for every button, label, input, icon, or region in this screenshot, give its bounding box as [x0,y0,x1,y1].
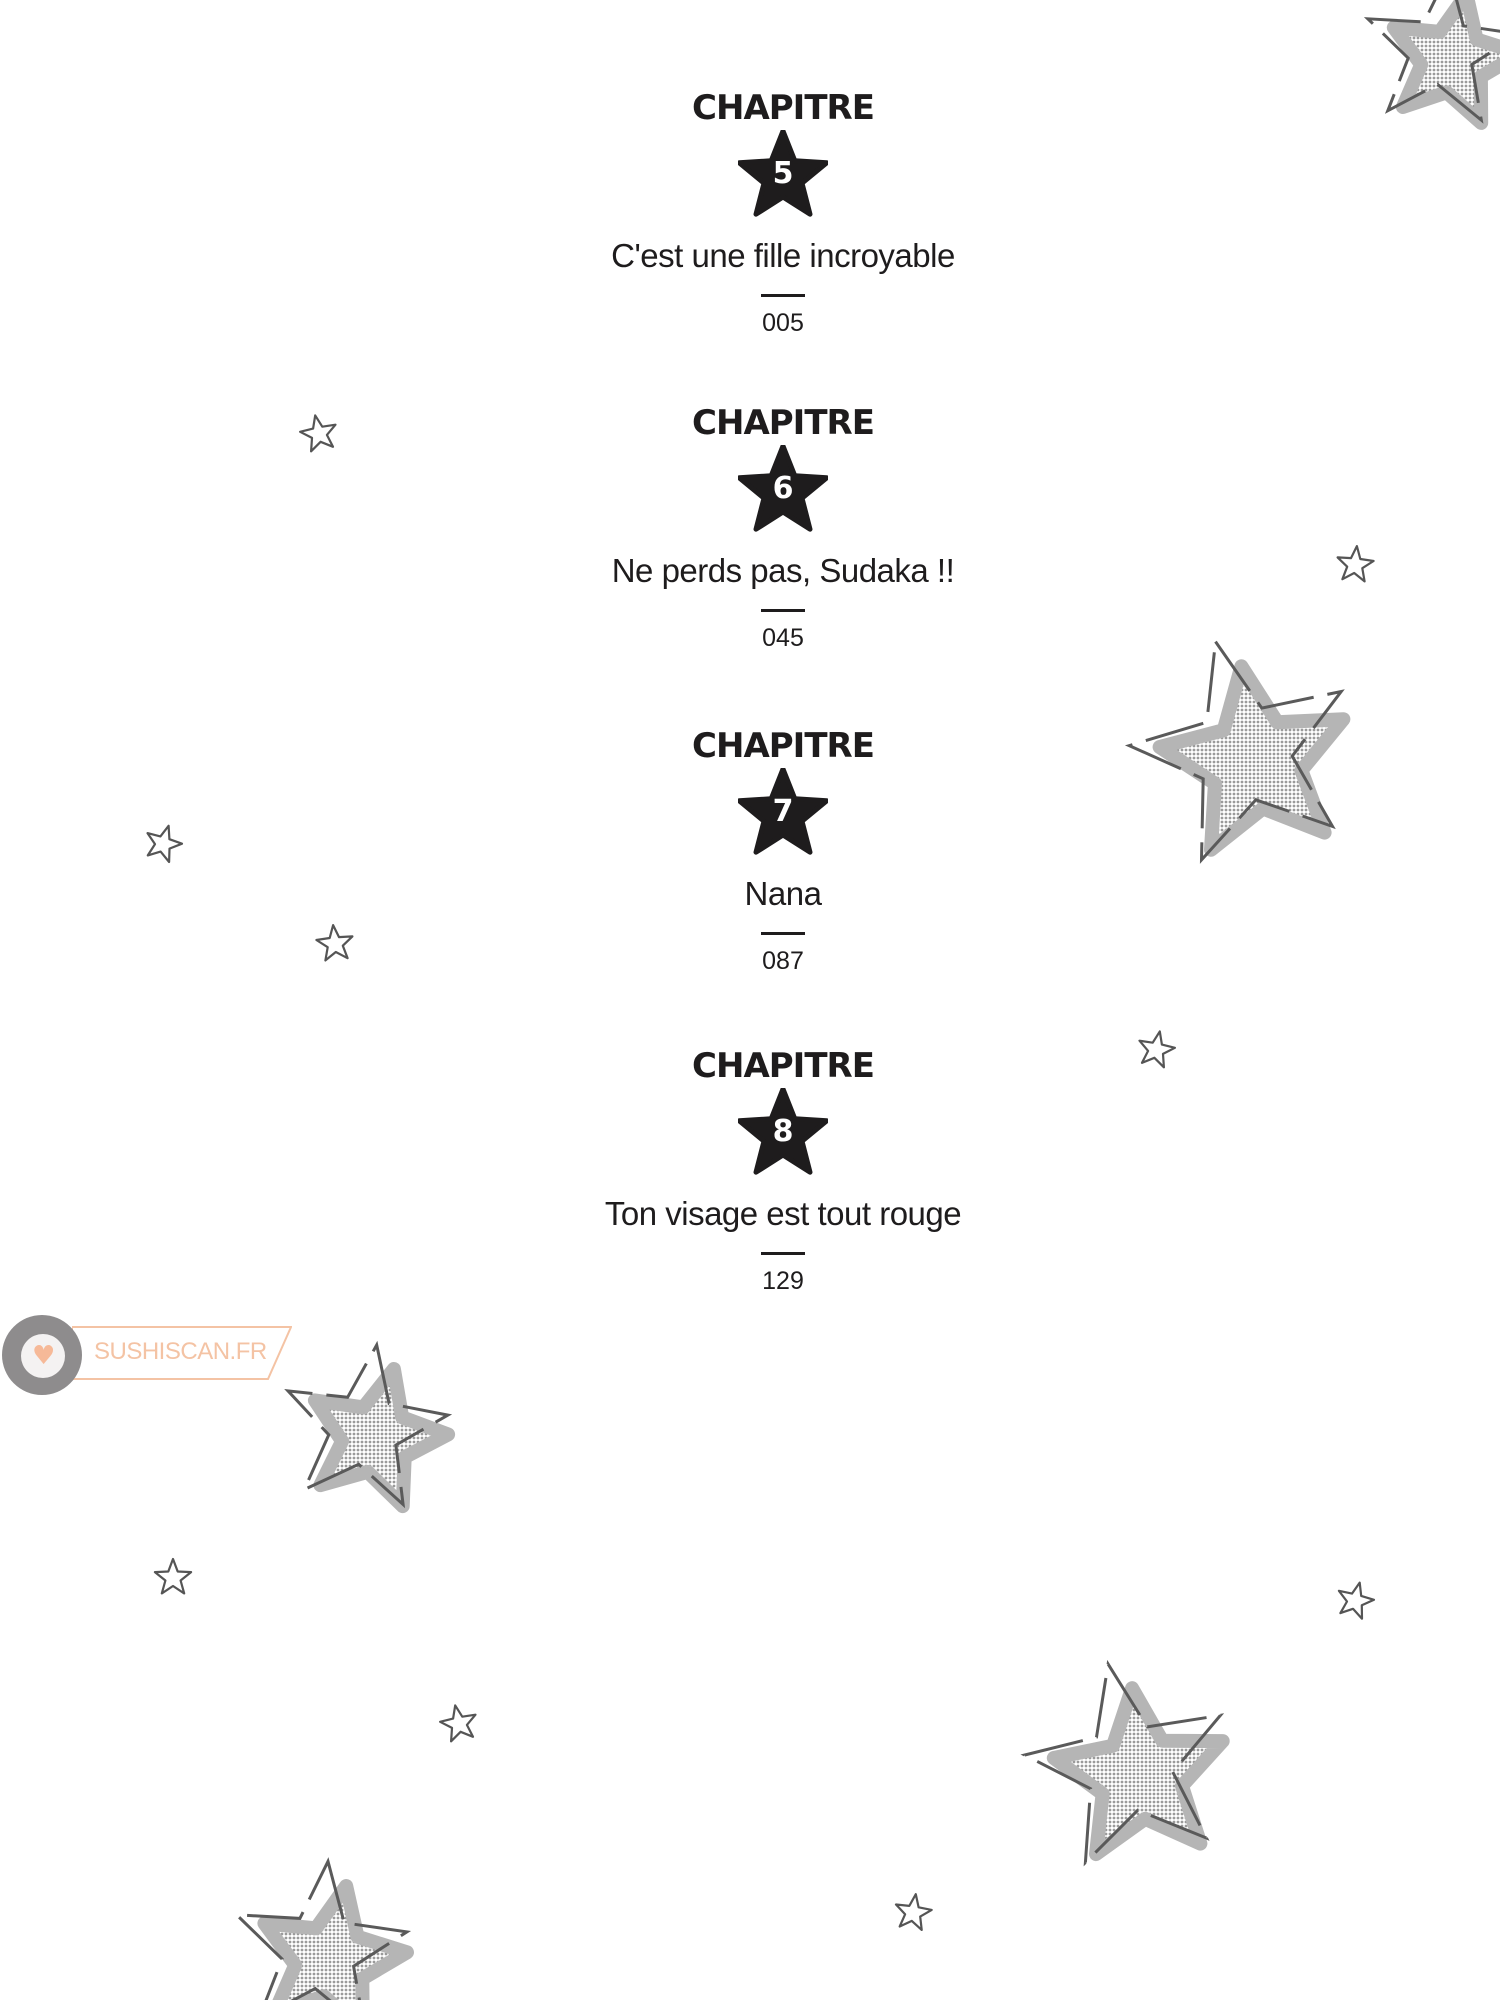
small-star-outline [153,1557,193,1595]
chapter-star-badge: 6 [738,445,828,535]
chapter-label: CHAPITRE [692,1046,875,1086]
star-icon [738,130,828,217]
chapter-star-badge: 5 [738,130,828,220]
chapter-title: Ne perds pas, Sudaka !! [611,552,955,589]
star-icon [738,768,828,855]
small-star-outline [299,414,337,453]
watermark: ♥ SUSHISCAN.FR [0,1312,310,1402]
chapter-title: C'est une fille incroyable [611,237,955,274]
watermark-banner [72,1326,292,1380]
chapter-star-badge: 8 [738,1088,828,1178]
heart-icon: ♥ [32,1341,56,1371]
small-star-outline [146,824,184,864]
divider [761,294,805,297]
divider [761,1252,805,1255]
chapter-page-number: 087 [762,947,804,975]
divider [761,609,805,612]
small-star-outline [1336,544,1375,583]
hatched-star [232,1857,414,2000]
hatched-star [1124,637,1351,864]
small-star-outline [894,1893,933,1932]
hatched-star [1020,1659,1230,1867]
chapter-page-number: 005 [762,309,804,337]
chapter-number: 7 [772,794,794,829]
chapter-page-number: 129 [762,1267,804,1295]
chapter-label: CHAPITRE [692,403,875,443]
chapter-star-badge: 7 [738,768,828,858]
chapter-number: 8 [772,1114,794,1149]
watermark-text: SUSHISCAN.FR [94,1338,267,1365]
small-star-outline [439,1704,477,1743]
small-star-outline [315,923,354,962]
chapter-label: CHAPITRE [692,726,875,766]
chapter-title: Nana [744,875,822,912]
hatched-star [1363,0,1500,130]
small-star-outline [1337,1581,1376,1620]
divider [761,932,805,935]
small-star-outline [1138,1030,1177,1069]
watermark-logo: ♥ [2,1315,82,1395]
chapter-label: CHAPITRE [692,88,875,128]
chapter-page-number: 045 [762,624,804,652]
star-icon [738,445,828,532]
chapter-number: 6 [772,471,794,506]
chapter-title: Ton visage est tout rouge [604,1195,962,1232]
star-icon [738,1088,828,1175]
hatched-star [284,1340,456,1514]
chapter-number: 5 [772,156,794,191]
